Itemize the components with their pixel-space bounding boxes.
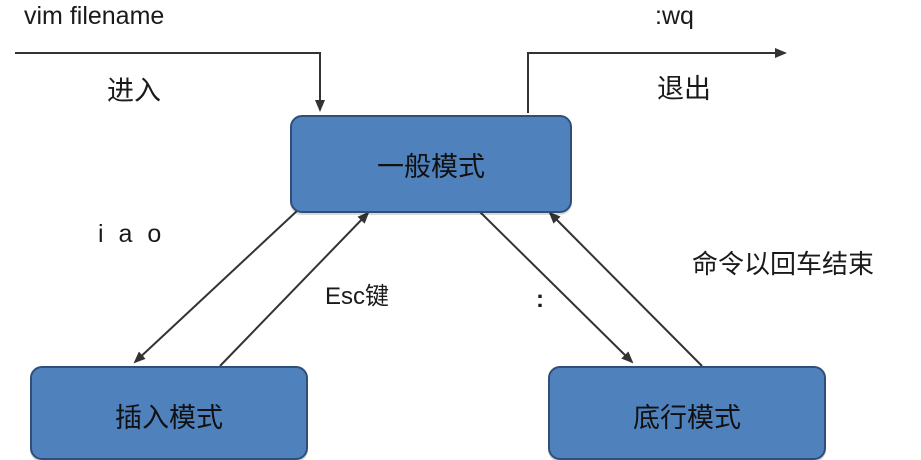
esc-key-label: Esc键	[325, 283, 390, 310]
enter-label: 进入	[107, 76, 161, 107]
to-insert-arrow	[133, 209, 299, 364]
exit-arrow	[527, 48, 787, 113]
insert-to-normal-arrow	[219, 211, 370, 367]
cmdline-to-normal-arrow	[548, 211, 703, 367]
normal-mode-node: 一般模式	[290, 115, 572, 213]
insert-mode-node: 插入模式	[30, 366, 308, 460]
to-cmdline-arrow	[477, 209, 634, 364]
exit-command-label: :wq	[655, 2, 694, 30]
enter-command-label: vim filename	[24, 2, 165, 30]
enter-arrow	[15, 52, 325, 112]
cmdline-mode-node: 底行模式	[548, 366, 826, 460]
colon-key-label: :	[536, 286, 544, 313]
insert-keys-label: i a o	[98, 220, 166, 248]
mode-diagram-connectors	[15, 48, 787, 367]
cmdline-end-label: 命令以回车结束	[692, 250, 875, 280]
exit-label: 退出	[657, 74, 711, 105]
